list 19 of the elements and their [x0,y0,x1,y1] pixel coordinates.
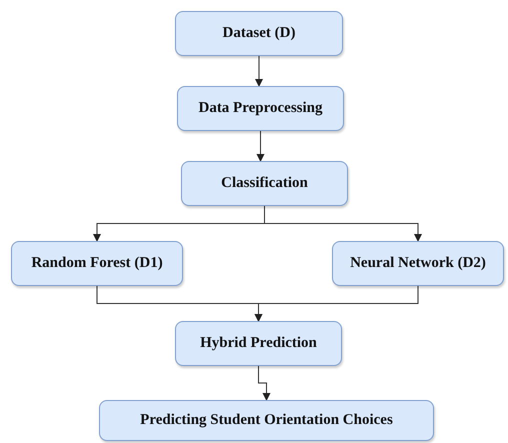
box-label: Dataset (D) [222,24,296,44]
box-label: Classification [221,174,308,194]
connector-arrow [258,366,270,401]
box-label: Neural Network (D2) [350,254,486,274]
box-label: Random Forest (D1) [31,254,163,274]
box-label: Hybrid Prediction [200,334,317,354]
process-box [99,400,434,441]
connector-arrow [255,56,263,87]
process-box [11,241,183,286]
connector-arrow [254,286,418,322]
connector-arrow [264,206,422,242]
connector-arrow [256,130,264,162]
process-box [177,86,344,131]
box-label: Predicting Student Orientation Choices [140,411,393,430]
process-box [175,11,343,56]
process-box [175,321,342,366]
process-box [181,161,348,206]
process-box [332,241,504,286]
box-label: Data Preprocessing [198,99,322,118]
